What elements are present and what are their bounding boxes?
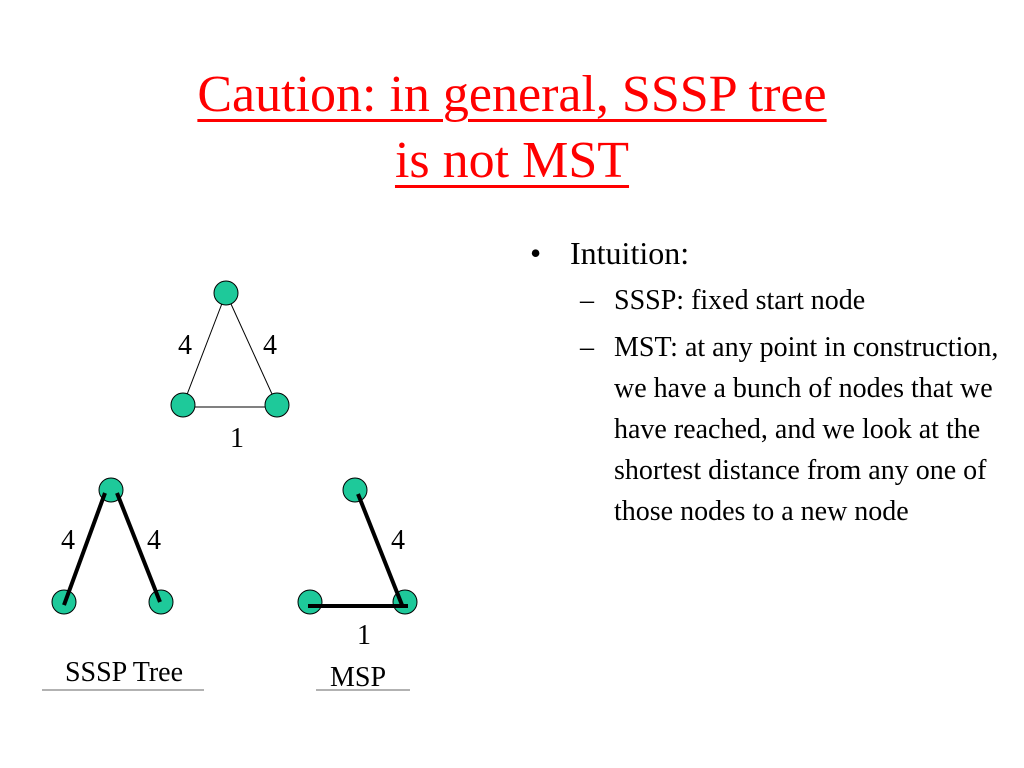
slide-title: Caution: in general, SSSP tree is not MS… <box>0 62 1024 194</box>
node-top <box>342 477 368 503</box>
tree-edge-right <box>356 493 404 606</box>
sub-bullet-mst-text: MST: at any point in construction, we ha… <box>614 332 999 527</box>
msp-caption: MSP <box>330 662 386 693</box>
sssp-tree-caption: SSSP Tree <box>65 657 183 688</box>
node-bottom-left <box>170 392 196 418</box>
msp-graph: 4 1 MSP <box>297 477 418 693</box>
full-graph: 4 4 1 <box>170 280 290 454</box>
weight-label-right: 4 <box>391 525 405 556</box>
dash-mark: – <box>580 285 594 316</box>
node-bottom-right <box>264 392 290 418</box>
weight-label-right: 4 <box>263 330 277 361</box>
dash-mark: – <box>580 332 594 363</box>
weight-label-left: 4 <box>61 525 75 556</box>
bullet-list: • Intuition: – SSSP: fixed start node – … <box>530 232 1000 532</box>
node-top <box>213 280 239 306</box>
title-line-1: Caution: in general, SSSP tree <box>197 66 827 123</box>
bullet-dot: • <box>530 235 542 271</box>
tree-edge-left <box>62 492 107 606</box>
weight-label-right: 4 <box>147 525 161 556</box>
sub-bullet-sssp-text: SSSP: fixed start node <box>614 285 866 316</box>
bullet-intuition-text: Intuition: <box>570 235 690 271</box>
bullet-intuition: • Intuition: <box>530 232 1000 274</box>
weight-label-bottom: 1 <box>230 423 244 454</box>
weight-label-left: 4 <box>178 330 192 361</box>
title-line-2: is not MST <box>394 132 630 189</box>
edge-left <box>182 292 227 406</box>
sssp-tree-graph: 4 4 SSSP Tree <box>42 477 204 691</box>
edge-right <box>225 292 278 406</box>
tree-edge-right <box>115 492 162 603</box>
node-bottom-left <box>297 589 323 615</box>
sub-bullet-mst: – MST: at any point in construction, we … <box>530 327 1000 532</box>
sub-bullet-sssp: – SSSP: fixed start node <box>530 280 1000 321</box>
weight-label-bottom: 1 <box>357 620 371 651</box>
node-bottom-right <box>148 589 174 615</box>
